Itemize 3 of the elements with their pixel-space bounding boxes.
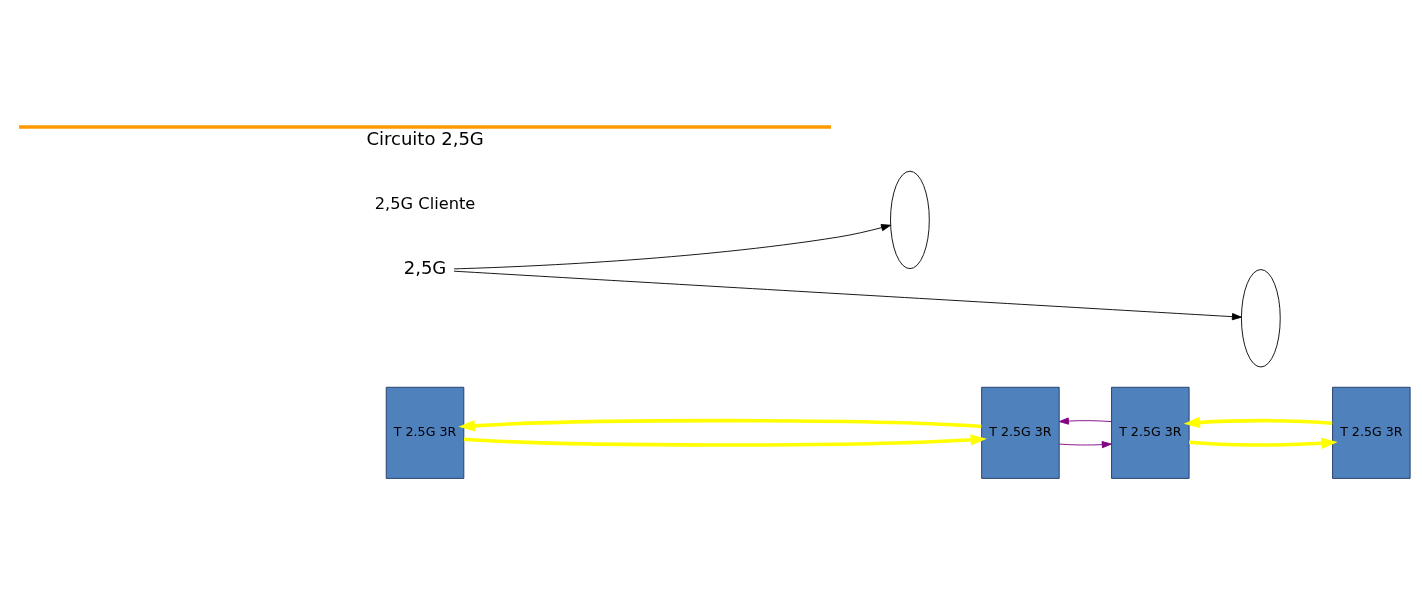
label: Circuito 2,5G xyxy=(366,128,484,150)
node-text: 2,5G xyxy=(403,257,447,279)
label: 2,5G Cliente xyxy=(374,193,476,213)
